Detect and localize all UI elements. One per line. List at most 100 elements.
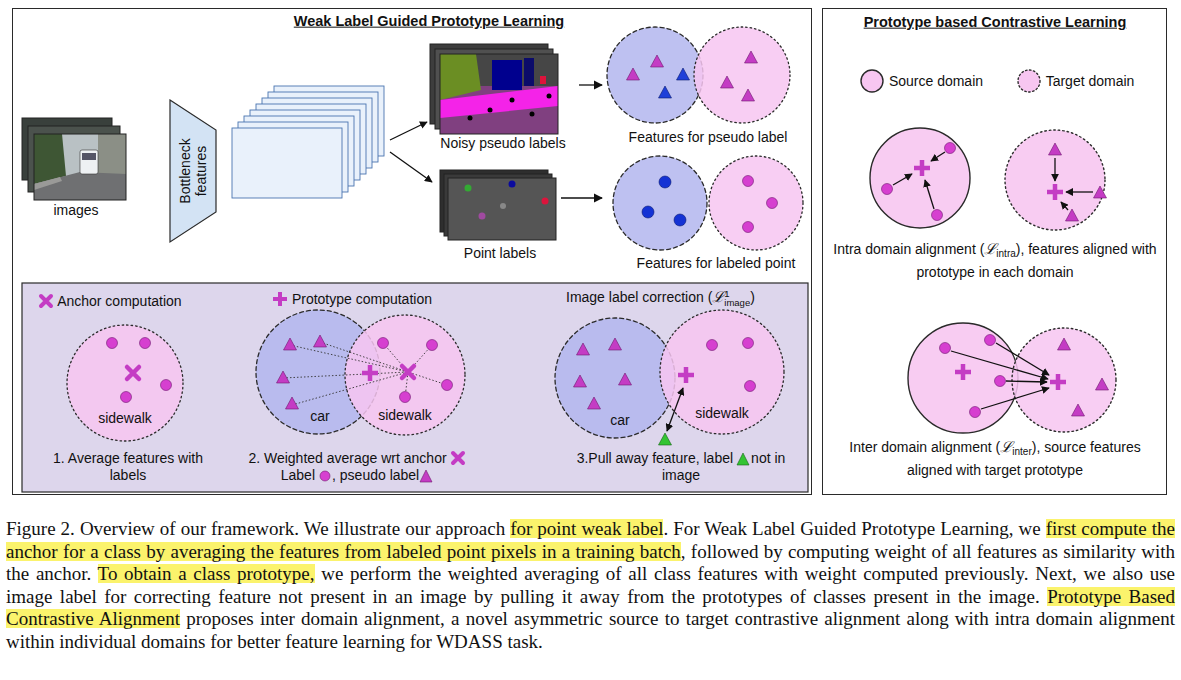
legend-text: Target domain [1046,73,1135,89]
align-arrow [1006,381,1047,382]
point-label [465,185,472,192]
anchor-symbol [450,450,466,466]
class-label: sidewalk [98,410,152,426]
alignment-caption-text: Inter domain alignment ( [849,439,1000,455]
label-map-frame [440,54,558,134]
source-feature [940,343,951,354]
class-label: car [610,412,629,428]
class-circle: car [555,318,675,438]
step-title-text: Image label correction ( [566,289,712,305]
source-domain-symbol [859,68,885,94]
label-feature [107,338,118,349]
prototype-mark [955,364,971,380]
source-feature [882,184,893,195]
pseudo-feature [651,55,664,67]
align-arrow [981,388,1049,409]
source-domain-circle [870,128,970,228]
flow-arrow [390,122,427,140]
loss-symbol: ℒ [984,240,996,258]
pseudo-feature [742,89,755,101]
label-feature [743,338,754,349]
source-domain-circle [908,323,1018,433]
label-feature [378,338,389,349]
source-feature [932,210,943,221]
step-caption: 1. Average features with labels [38,450,218,484]
label-feature [121,392,132,403]
noise-dot [510,98,515,103]
alignment-caption-text: Intra domain alignment ( [833,241,984,257]
point-feature [743,176,754,187]
legend-text: Anchor computation [57,293,182,309]
prototype-symbol [272,291,288,307]
text-holder: Prototype based Contrastive Learning [864,14,1127,31]
loss-subscript: intra [996,248,1015,259]
prototype-mark [1047,184,1063,200]
text-holder: car [610,412,629,428]
anchor-mark [402,366,414,378]
source-feature [985,335,996,346]
prototype-mark [914,160,930,176]
legend-item: Prototype computation [272,287,432,311]
pseudo-feature [314,335,327,347]
weight-line [320,342,408,372]
feature-label: Features for pseudo label [629,129,788,145]
target-feature [1094,186,1107,198]
text-holder: Point labels [464,245,536,261]
target-feature [1066,209,1079,221]
feature-label: Features for labeled point [637,255,796,271]
text-holder: Weak Label Guided Prototype Learning [294,13,564,30]
target-domain-circle [1012,328,1116,432]
source-feature [970,407,981,418]
step-title-text: ) [750,289,755,305]
panel: Weak Label Guided Prototype Learning imag… [12,8,812,495]
text-holder: car [310,408,329,424]
point-feature [743,222,754,233]
text-holder: Noisy pseudo labels [440,135,565,151]
anchor-mark [127,367,139,379]
image-stack: images [20,116,132,220]
photo-trees [34,134,66,184]
pseudo-feature [609,338,622,350]
prototype-mark [1050,374,1066,390]
panel-title: Prototype based Contrastive Learning [864,14,1127,30]
seg-sidewalk [440,86,558,118]
target-domain-circle [1005,130,1105,230]
legend-item: Target domain [1016,68,1134,94]
text-holder: Features for labeled point [637,255,796,271]
label-feature [427,340,438,351]
panel-title: Weak Label Guided Prototype Learning [294,13,564,29]
point-map [448,178,556,240]
push-arrow [667,388,683,431]
prototype-mark [678,367,694,383]
align-arrow [1054,158,1055,181]
class-region-pink [345,315,465,435]
align-arrow [996,343,1049,375]
step-title: Image label correction (ℒ1image) [566,286,806,308]
pseudo-feature [627,68,640,80]
target-feature [1096,378,1109,390]
pseudo-label-symbol [419,469,433,483]
class-region-pink [660,310,784,434]
loss-subscript: image [724,298,750,308]
flow-arrow [390,152,432,182]
text-holder: sidewalk [378,407,432,423]
class-label: sidewalk [695,405,749,421]
point-label [542,198,549,205]
pseudo-feature [286,397,299,409]
photo-sidewalk [34,177,62,190]
loss-index: 1image [724,289,750,308]
alignment-caption: Inter domain alignment (ℒinter), source … [826,438,1164,480]
point-label [509,181,516,188]
label-feature [400,392,411,403]
target-domain-symbol [1016,68,1042,94]
step-caption-text: Label [281,467,315,483]
text-holder: Features for pseudo label [629,129,788,145]
align-arrow [931,152,945,161]
photo-van [80,150,98,174]
pseudo-feature [577,343,590,355]
pseudo-feature [588,397,601,409]
text-holder: sidewalk [98,410,152,426]
pseudo-label-image: Noisy pseudo labels [428,42,578,153]
photo-sky [34,134,126,200]
